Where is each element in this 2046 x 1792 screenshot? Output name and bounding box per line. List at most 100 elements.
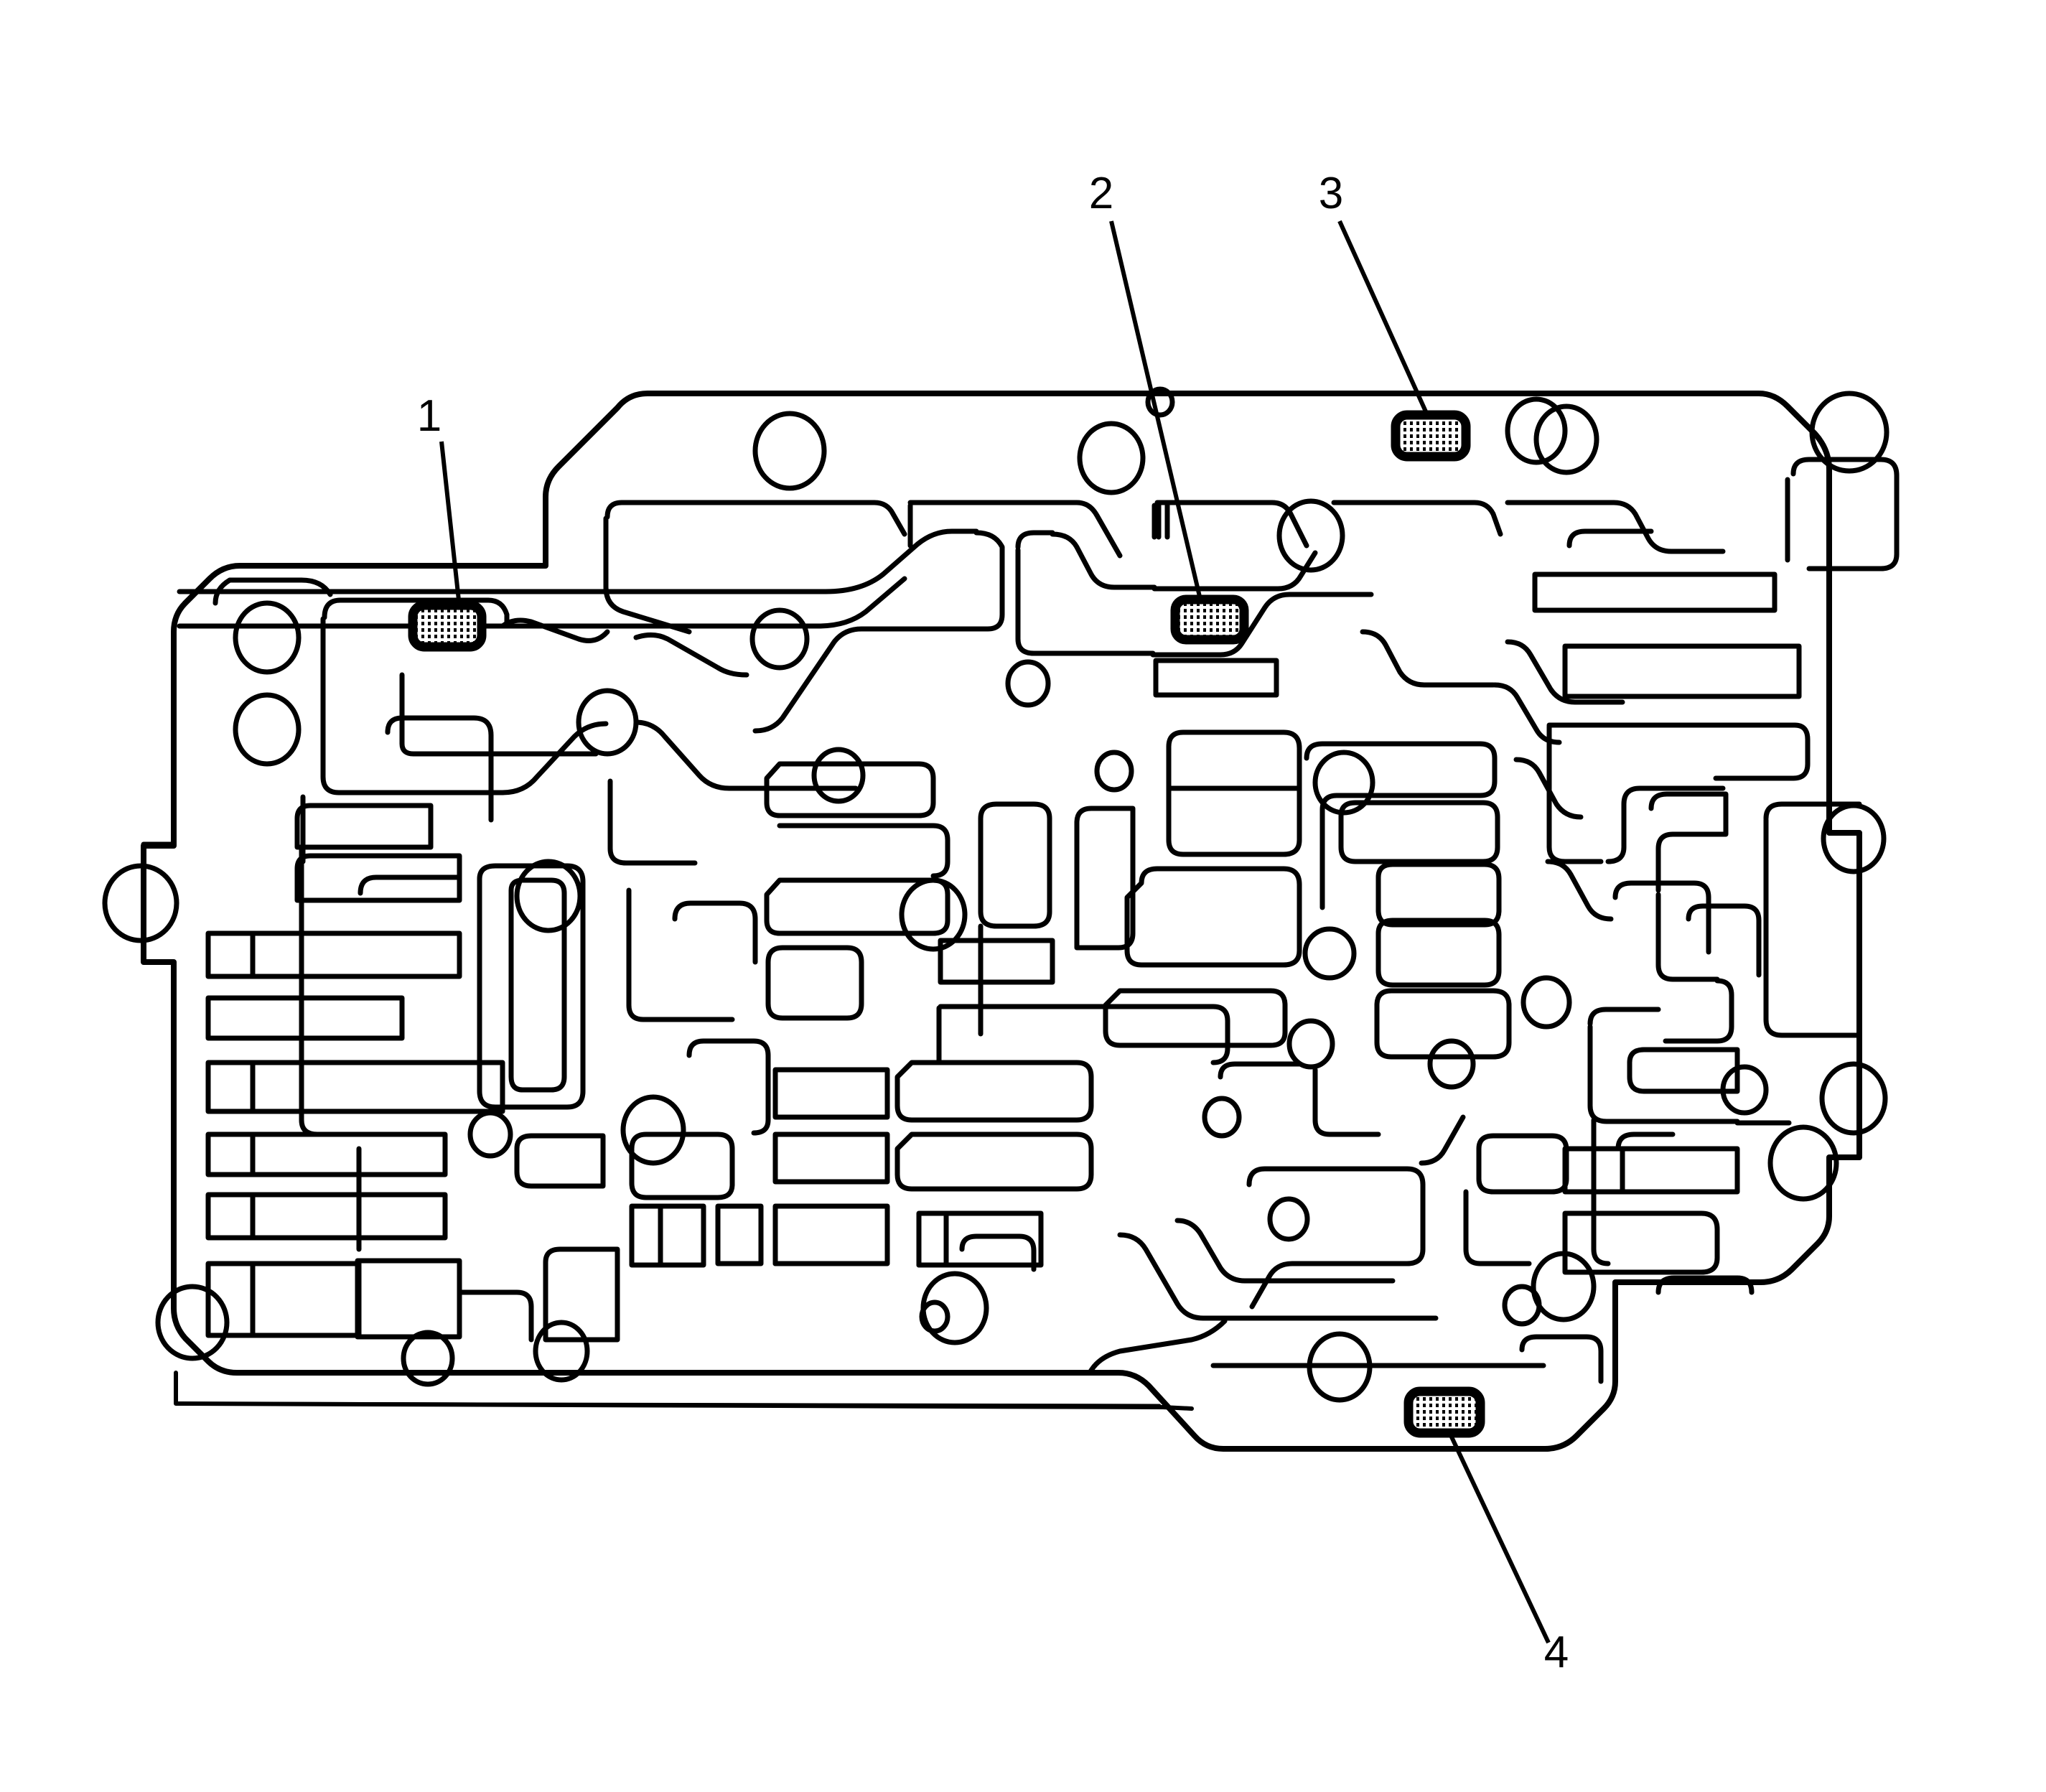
passage [205,1261,362,1338]
passage [1605,785,1726,864]
callout-2[interactable]: 2 [1089,169,1249,645]
passage [1763,817,1862,1038]
passage [1562,643,1802,699]
passage [907,500,1123,559]
bolt-hole [1267,1196,1310,1242]
passage [672,900,758,965]
passage [894,1060,1094,1123]
callout-1[interactable]: 1 [408,391,487,652]
passage [457,1289,534,1343]
bolt-hole [1005,659,1051,708]
passage [916,1212,949,1268]
passage [764,877,950,936]
passage [1150,592,1374,658]
callout-label-4: 4 [1544,1628,1569,1677]
passage [399,672,599,757]
bolt-hole [1077,421,1146,495]
passage [1050,531,1157,590]
passage [1648,791,1729,893]
bolt-hole [1202,1096,1242,1139]
marker-rect-3 [1391,410,1471,462]
passage [355,1258,462,1340]
bolt-hole [811,747,866,804]
passage [978,801,1052,929]
passage [1087,1318,1228,1376]
passage [1505,500,1726,554]
passage [1218,1061,1302,1080]
passage [715,1203,764,1266]
passage [1331,500,1503,537]
bolt-hole [1821,803,1887,874]
bolt-hole [919,1299,950,1334]
passage [1338,800,1500,864]
passage [177,528,979,594]
casting-outer-boundary [141,391,1862,1452]
bolt-hole [401,1330,455,1387]
mounting-holes [102,386,1889,1403]
passage [1663,978,1734,1044]
passage [358,874,462,896]
passage [1117,1232,1439,1321]
passage [205,1131,448,1177]
callout-3[interactable]: 3 [1319,169,1471,462]
passage [1519,1334,1604,1384]
passage [1074,806,1136,951]
passage [1513,757,1584,820]
bolt-hole [1505,396,1568,465]
passage [1566,528,1654,549]
passage [916,1210,1044,1268]
bolt-hole [1427,1038,1476,1090]
leader-line-2 [1109,220,1202,600]
passage [959,1233,1037,1272]
passage [765,945,864,1021]
passage [772,1067,890,1120]
passage [500,721,609,795]
passage [894,1131,1094,1192]
passage [320,616,505,795]
bolt-hole [1767,1124,1839,1202]
passage [1562,1146,1740,1195]
passage [1562,1210,1720,1275]
bolt-hole [514,859,583,933]
leader-line-4 [1447,1429,1551,1644]
bolt-hole [1502,1284,1542,1327]
callouts-group: 1 2 3 4 [408,169,1569,1677]
bolt-hole [1533,403,1599,475]
passage [777,823,950,879]
passage [205,1192,448,1241]
bolt-hole [1819,1061,1888,1136]
passage [385,715,494,823]
passage [1492,682,1562,745]
passage [322,597,510,629]
marker-rect-2 [1170,594,1249,645]
passage [1686,903,1762,978]
passage [1591,1117,1611,1266]
passage [508,877,567,1093]
passage [772,1203,890,1266]
passage [752,530,1005,734]
passage [1655,1275,1755,1295]
bolt-hole [1276,498,1345,573]
leader-line-3 [1337,220,1431,419]
passage [938,1004,1230,1065]
passage [177,576,907,629]
callout-label-2: 2 [1089,169,1113,218]
passage [1375,918,1502,988]
passage [205,1060,505,1114]
passage [1655,892,1720,982]
callout-4[interactable]: 4 [1403,1386,1569,1677]
passage [1790,457,1900,571]
passage [543,1246,620,1343]
bolt-hole [533,1320,590,1383]
bolt-hole [1145,386,1175,418]
passage [1546,722,1811,781]
passage [1015,547,1156,656]
bolt-hole [102,863,179,943]
passage [1153,658,1279,698]
passage [205,995,405,1041]
bolt-hole [749,607,810,671]
passage [1103,988,1288,1048]
passage [1360,629,1496,688]
